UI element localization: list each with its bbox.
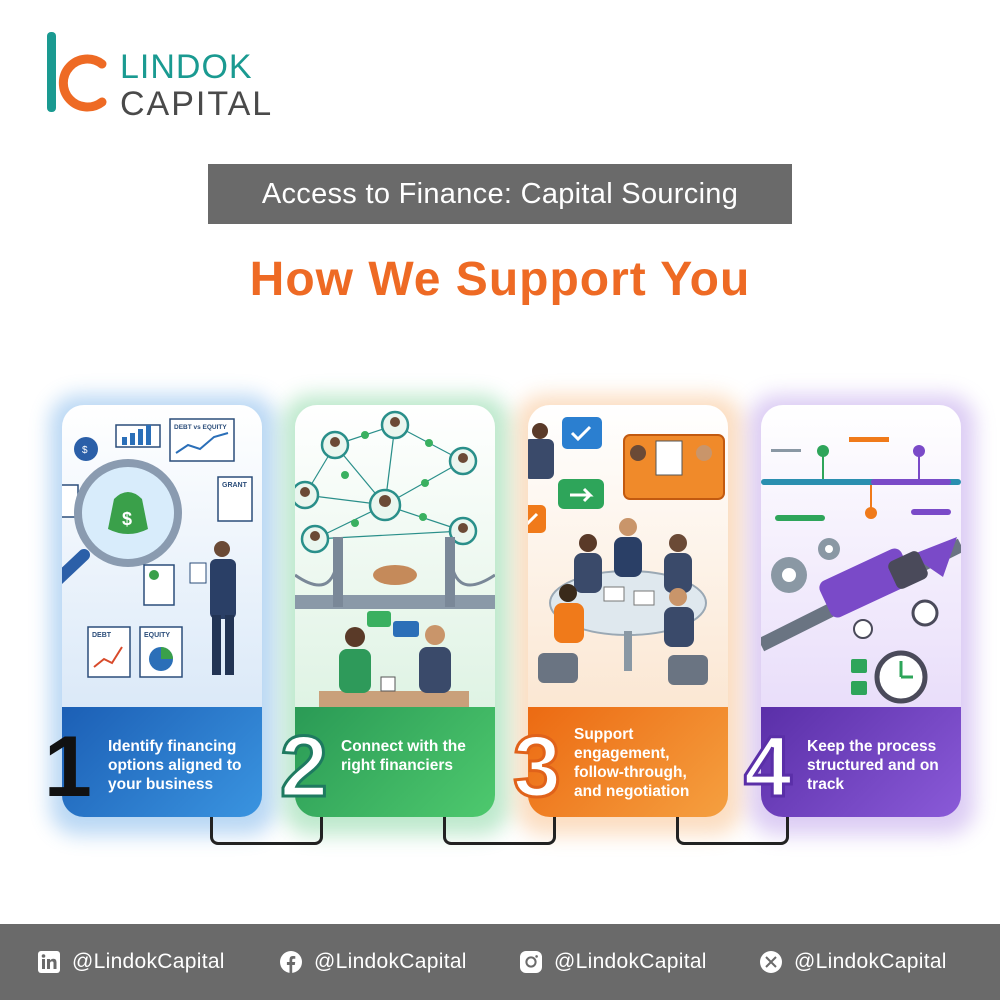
meeting-table-icon [528,405,728,707]
step-card-2: Connect with the right financiers [295,405,495,817]
instagram-handle: @LindokCapital [554,950,707,973]
step-card-1: DEBT vs EQUITY $ GRANT $ DEBT EQUITY Ide… [62,405,262,817]
linkedin-handle: @LindokCapital [72,950,225,973]
subtitle-banner: Access to Finance: Capital Sourcing [208,164,792,224]
x-link[interactable]: @LindokCapital [760,948,947,976]
svg-text:DEBT: DEBT [92,632,112,639]
logo-text-capital: CAPITAL [120,85,274,123]
step-number-3: 3 [512,719,563,815]
step-card-4: Keep the process structured and on track [761,405,961,817]
instagram-icon [520,951,542,973]
x-icon [760,951,782,973]
connector-2-3 [443,817,556,845]
x-handle: @LindokCapital [794,950,947,973]
network-handshake-icon [295,405,495,707]
step-2-text: Connect with the right financiers [341,738,466,774]
facebook-icon [280,951,302,973]
svg-text:$: $ [82,445,88,456]
step-number-4: 4 [743,719,794,815]
step-number-1: 1 [44,719,92,815]
instagram-link[interactable]: @LindokCapital [520,948,707,976]
linkedin-icon [38,951,60,973]
logo-text-lindok: LINDOK [120,48,253,86]
train-timeline-icon [761,405,961,707]
connector-1-2 [210,817,323,845]
step-3-text: Support engagement, follow-through, and … [574,726,690,800]
footer-social-bar: @LindokCapital @LindokCapital @LindokCap… [0,924,1000,1000]
svg-text:EQUITY: EQUITY [144,632,170,639]
step-card-3-band: Support engagement, follow-through, and … [528,707,728,817]
lindok-capital-logo: LINDOK CAPITAL [42,30,282,123]
step-card-3: Support engagement, follow-through, and … [528,405,728,817]
svg-text:GRANT: GRANT [222,482,248,489]
svg-text:DEBT vs EQUITY: DEBT vs EQUITY [174,424,227,431]
magnifier-money-icon: DEBT vs EQUITY $ GRANT $ DEBT EQUITY [62,405,262,707]
facebook-handle: @LindokCapital [314,950,467,973]
lindok-logo-mark-icon [47,32,107,112]
step-card-4-band: Keep the process structured and on track [761,707,961,817]
svg-text:$: $ [122,509,132,529]
connector-3-4 [676,817,789,845]
step-1-text: Identify financing options aligned to yo… [108,738,242,793]
step-card-2-band: Connect with the right financiers [295,707,495,817]
step-card-1-band: Identify financing options aligned to yo… [62,707,262,817]
step-number-2: 2 [279,719,330,815]
page-title: How We Support You [249,253,751,306]
step-4-text: Keep the process structured and on track [807,738,939,793]
facebook-link[interactable]: @LindokCapital [280,948,467,976]
linkedin-link[interactable]: @LindokCapital [38,948,225,976]
